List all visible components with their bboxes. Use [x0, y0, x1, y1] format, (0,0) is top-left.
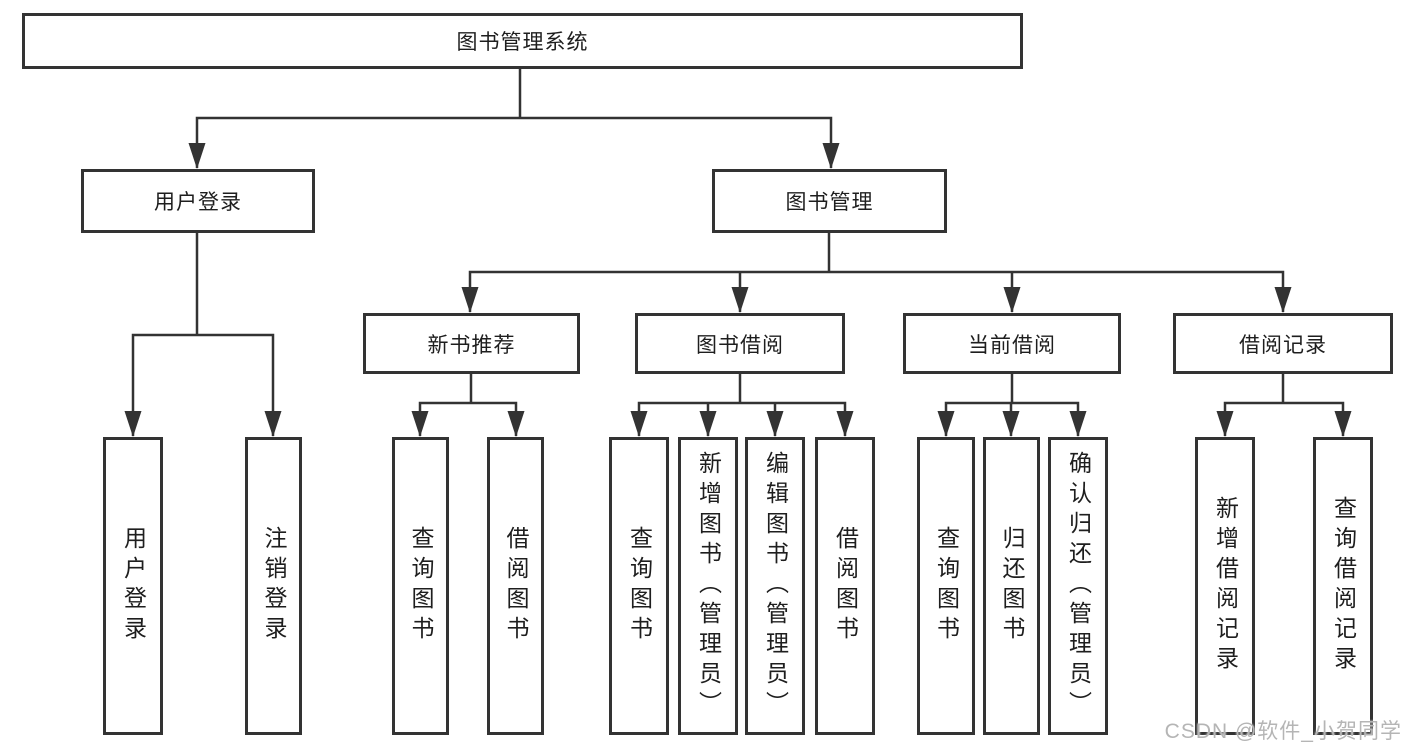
leaf-confirm-return-admin: 确认归还（管理员） [1048, 437, 1108, 735]
leaf-borrow-books-recommend: 借阅图书 [487, 437, 544, 735]
node-label: 新增图书（管理员） [695, 451, 722, 721]
arrowheads [124, 143, 1352, 437]
node-label: 当前借阅 [968, 333, 1056, 357]
node-label: 借阅记录 [1239, 333, 1327, 357]
leaf-query-books-borrow: 查询图书 [609, 437, 669, 735]
node-label: 查询图书 [626, 526, 653, 646]
node-label: 图书管理 [785, 191, 874, 214]
leaf-logout: 注销登录 [245, 437, 302, 735]
leaf-edit-books-admin: 编辑图书（管理员） [745, 437, 805, 735]
node-label: 新书推荐 [427, 333, 516, 357]
leaf-borrow-books: 借阅图书 [815, 437, 875, 735]
csdn-watermark: CSDN @软件_小贺同学 [1164, 720, 1402, 743]
node-library-management-system: 图书管理系统 [22, 13, 1023, 69]
node-label: 确认归还（管理员） [1065, 451, 1092, 721]
node-label: 编辑图书（管理员） [762, 451, 789, 721]
node-label: 借阅图书 [503, 526, 529, 646]
node-user-login: 用户登录 [81, 169, 315, 233]
node-label: 新增借阅记录 [1212, 496, 1239, 676]
leaf-return-books: 归还图书 [983, 437, 1040, 735]
leaf-user-login: 用户登录 [103, 437, 163, 735]
node-borrow-records: 借阅记录 [1173, 313, 1393, 374]
leaf-query-borrow-record: 查询借阅记录 [1313, 437, 1373, 735]
connector-strokes [131, 68, 1345, 436]
node-label: 用户登录 [120, 526, 147, 646]
node-label: 借阅图书 [832, 526, 859, 646]
node-label: 图书借阅 [696, 333, 784, 357]
node-label: 图书管理系统 [456, 31, 589, 54]
node-new-book-recommend: 新书推荐 [363, 313, 580, 374]
node-label: 归还图书 [999, 526, 1025, 646]
node-label: 查询图书 [408, 526, 434, 646]
node-label: 查询图书 [933, 526, 960, 646]
node-current-borrow: 当前借阅 [903, 313, 1121, 374]
leaf-add-books-admin: 新增图书（管理员） [678, 437, 738, 735]
leaf-query-books-current: 查询图书 [917, 437, 975, 735]
leaf-add-borrow-record: 新增借阅记录 [1195, 437, 1255, 735]
node-label: 注销登录 [261, 526, 287, 646]
node-label: 用户登录 [154, 191, 242, 214]
node-book-management: 图书管理 [712, 169, 947, 233]
leaf-query-books-recommend: 查询图书 [392, 437, 449, 735]
node-book-borrow: 图书借阅 [635, 313, 845, 374]
node-label: 查询借阅记录 [1330, 496, 1357, 676]
